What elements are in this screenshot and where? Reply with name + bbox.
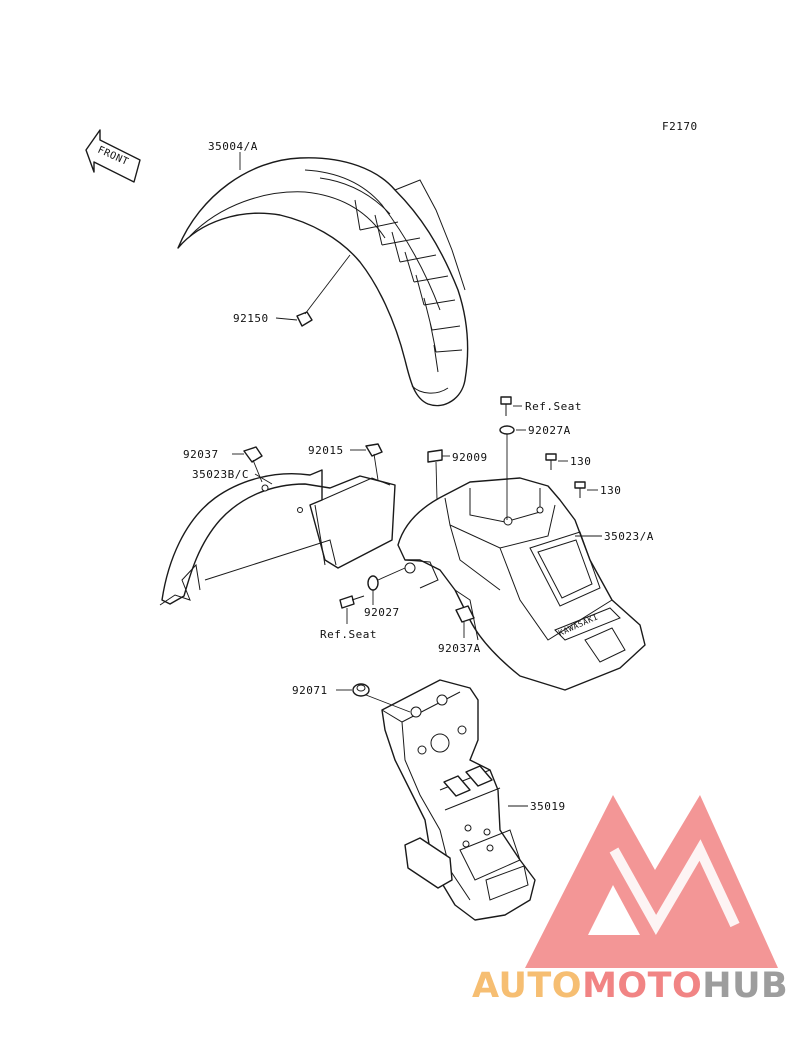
washer-92027A	[499, 425, 526, 520]
label-bracket: 35019	[530, 800, 566, 813]
label-nut-bracket: 92071	[292, 684, 328, 697]
clip-92037A	[455, 605, 475, 638]
label-bolt-front: 92150	[233, 312, 269, 325]
bolt-92150	[275, 254, 351, 327]
label-rear-fender: 35023/A	[604, 530, 654, 543]
label-ref-seat-side: Ref.Seat	[320, 628, 377, 641]
front-arrow-icon: FRONT	[85, 129, 141, 183]
label-bolt-130-a: 130	[570, 455, 591, 468]
label-ref-seat-top: Ref.Seat	[525, 400, 582, 413]
label-rear-inner-fender: 35023B/C	[192, 468, 249, 481]
bolt-ref-seat-top	[500, 396, 522, 416]
watermark-auto: AUTO	[472, 966, 582, 1006]
front-fender	[177, 157, 469, 407]
bolt-130-b	[574, 481, 598, 498]
nut-92071	[336, 683, 411, 713]
label-clip-lower: 92037A	[438, 642, 481, 655]
label-front-fender: 35004/A	[208, 140, 258, 153]
label-bolt-130-b: 130	[600, 484, 621, 497]
rear-fender: KAWASAKI	[397, 477, 646, 691]
diagram-code: F2170	[662, 120, 698, 133]
watermark-moto: MOTO	[582, 966, 702, 1006]
bolt-130-a	[545, 453, 568, 470]
bracket	[381, 679, 536, 921]
label-bolt-rear-top: 92009	[452, 451, 488, 464]
clip-92037	[243, 446, 263, 483]
washer-92027	[367, 567, 406, 605]
label-washer-side: 92027	[364, 606, 400, 619]
rear-inner-fender	[159, 469, 396, 606]
label-washer-top: 92027A	[528, 424, 571, 437]
bolt-ref-seat-side	[339, 595, 365, 624]
watermark-hub: HUB	[702, 966, 788, 1006]
watermark-triangle-icon	[525, 795, 778, 968]
nut-clip-92015	[350, 443, 383, 481]
label-nut-clip: 92015	[308, 444, 344, 457]
watermark-logo: AUTOMOTOHUB	[472, 795, 788, 1006]
label-clip-left: 92037	[183, 448, 219, 461]
svg-text:AUTOMOTOHUB: AUTOMOTOHUB	[472, 966, 788, 1006]
bolt-92009	[427, 449, 450, 501]
